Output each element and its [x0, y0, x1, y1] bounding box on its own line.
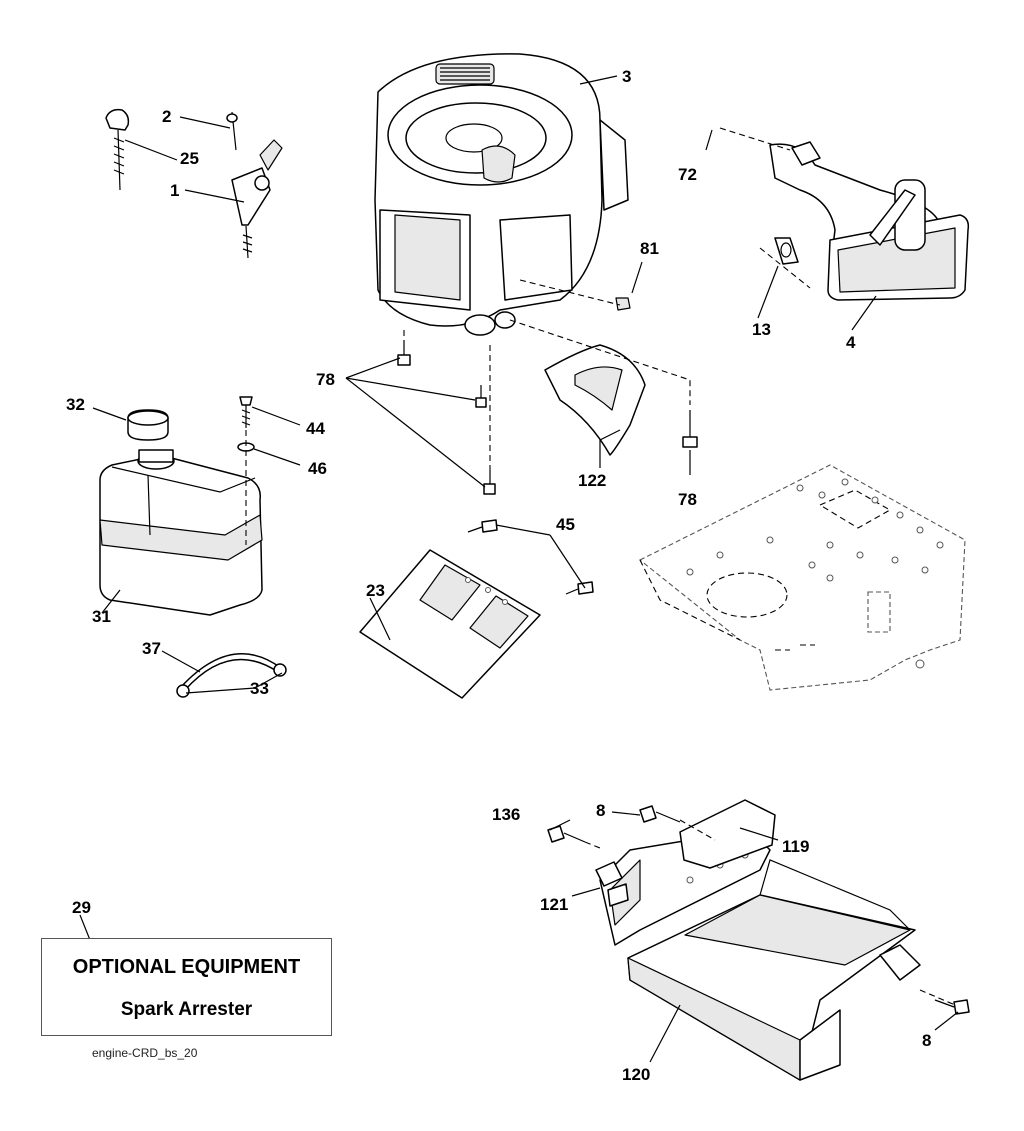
callout-2: 2 [162, 107, 171, 126]
callout-25: 25 [180, 149, 199, 168]
callout-32: 32 [66, 395, 85, 414]
mounting-screw-part [105, 108, 130, 191]
callout-119: 119 [782, 837, 809, 856]
nut-part [615, 297, 631, 311]
screw-45a-part [467, 519, 498, 533]
fuel-line-part [176, 653, 287, 698]
bolt-78-part [397, 340, 698, 495]
callout-121: 121 [540, 895, 568, 914]
callout-44: 44 [306, 419, 325, 438]
frame-outline [638, 464, 966, 691]
leader-lines [79, 75, 959, 1063]
muffler-part [769, 141, 970, 301]
optional-equipment-title: OPTIONAL EQUIPMENT [72, 956, 301, 978]
callout-120: 120 [622, 1065, 650, 1084]
callout-78b: 78 [678, 490, 697, 509]
callout-3: 3 [622, 67, 631, 86]
callout-4: 4 [846, 333, 856, 352]
bracket-plate-part [679, 799, 776, 869]
callout-31: 31 [92, 607, 111, 626]
optional-equipment-box: OPTIONAL EQUIPMENT Spark Arrester [41, 938, 332, 1036]
callout-72: 72 [678, 165, 697, 184]
callout-8a: 8 [596, 801, 605, 820]
diagram-caption: engine-CRD_bs_20 [92, 1046, 198, 1060]
callout-81: 81 [640, 239, 659, 258]
callout-1: 1 [170, 181, 179, 200]
gasket-part [774, 237, 799, 265]
callout-23: 23 [366, 581, 385, 600]
callout-78a: 78 [316, 370, 335, 389]
skid-tray-part [627, 859, 921, 1081]
fuel-cap-part [127, 409, 169, 441]
engine-part [374, 53, 629, 336]
callout-13: 13 [752, 320, 771, 339]
callout-37: 37 [142, 639, 161, 658]
heat-shield-part [359, 549, 541, 699]
bolt-8-part [639, 805, 970, 1015]
callout-122: 122 [578, 471, 606, 490]
throttle-control-part [226, 111, 283, 259]
callout-33: 33 [250, 679, 269, 698]
callout-8b: 8 [922, 1031, 931, 1050]
callout-136: 136 [492, 805, 520, 824]
screw-part [239, 396, 253, 428]
fuel-tank-part [99, 449, 263, 616]
callout-45: 45 [556, 515, 575, 534]
spark-arrester-label: Spark Arrester [120, 999, 253, 1020]
spacer-part [595, 861, 629, 907]
callout-29: 29 [72, 898, 91, 917]
deflector-part [544, 344, 646, 456]
callout-46: 46 [308, 459, 327, 478]
screw-45b-part [565, 581, 594, 595]
